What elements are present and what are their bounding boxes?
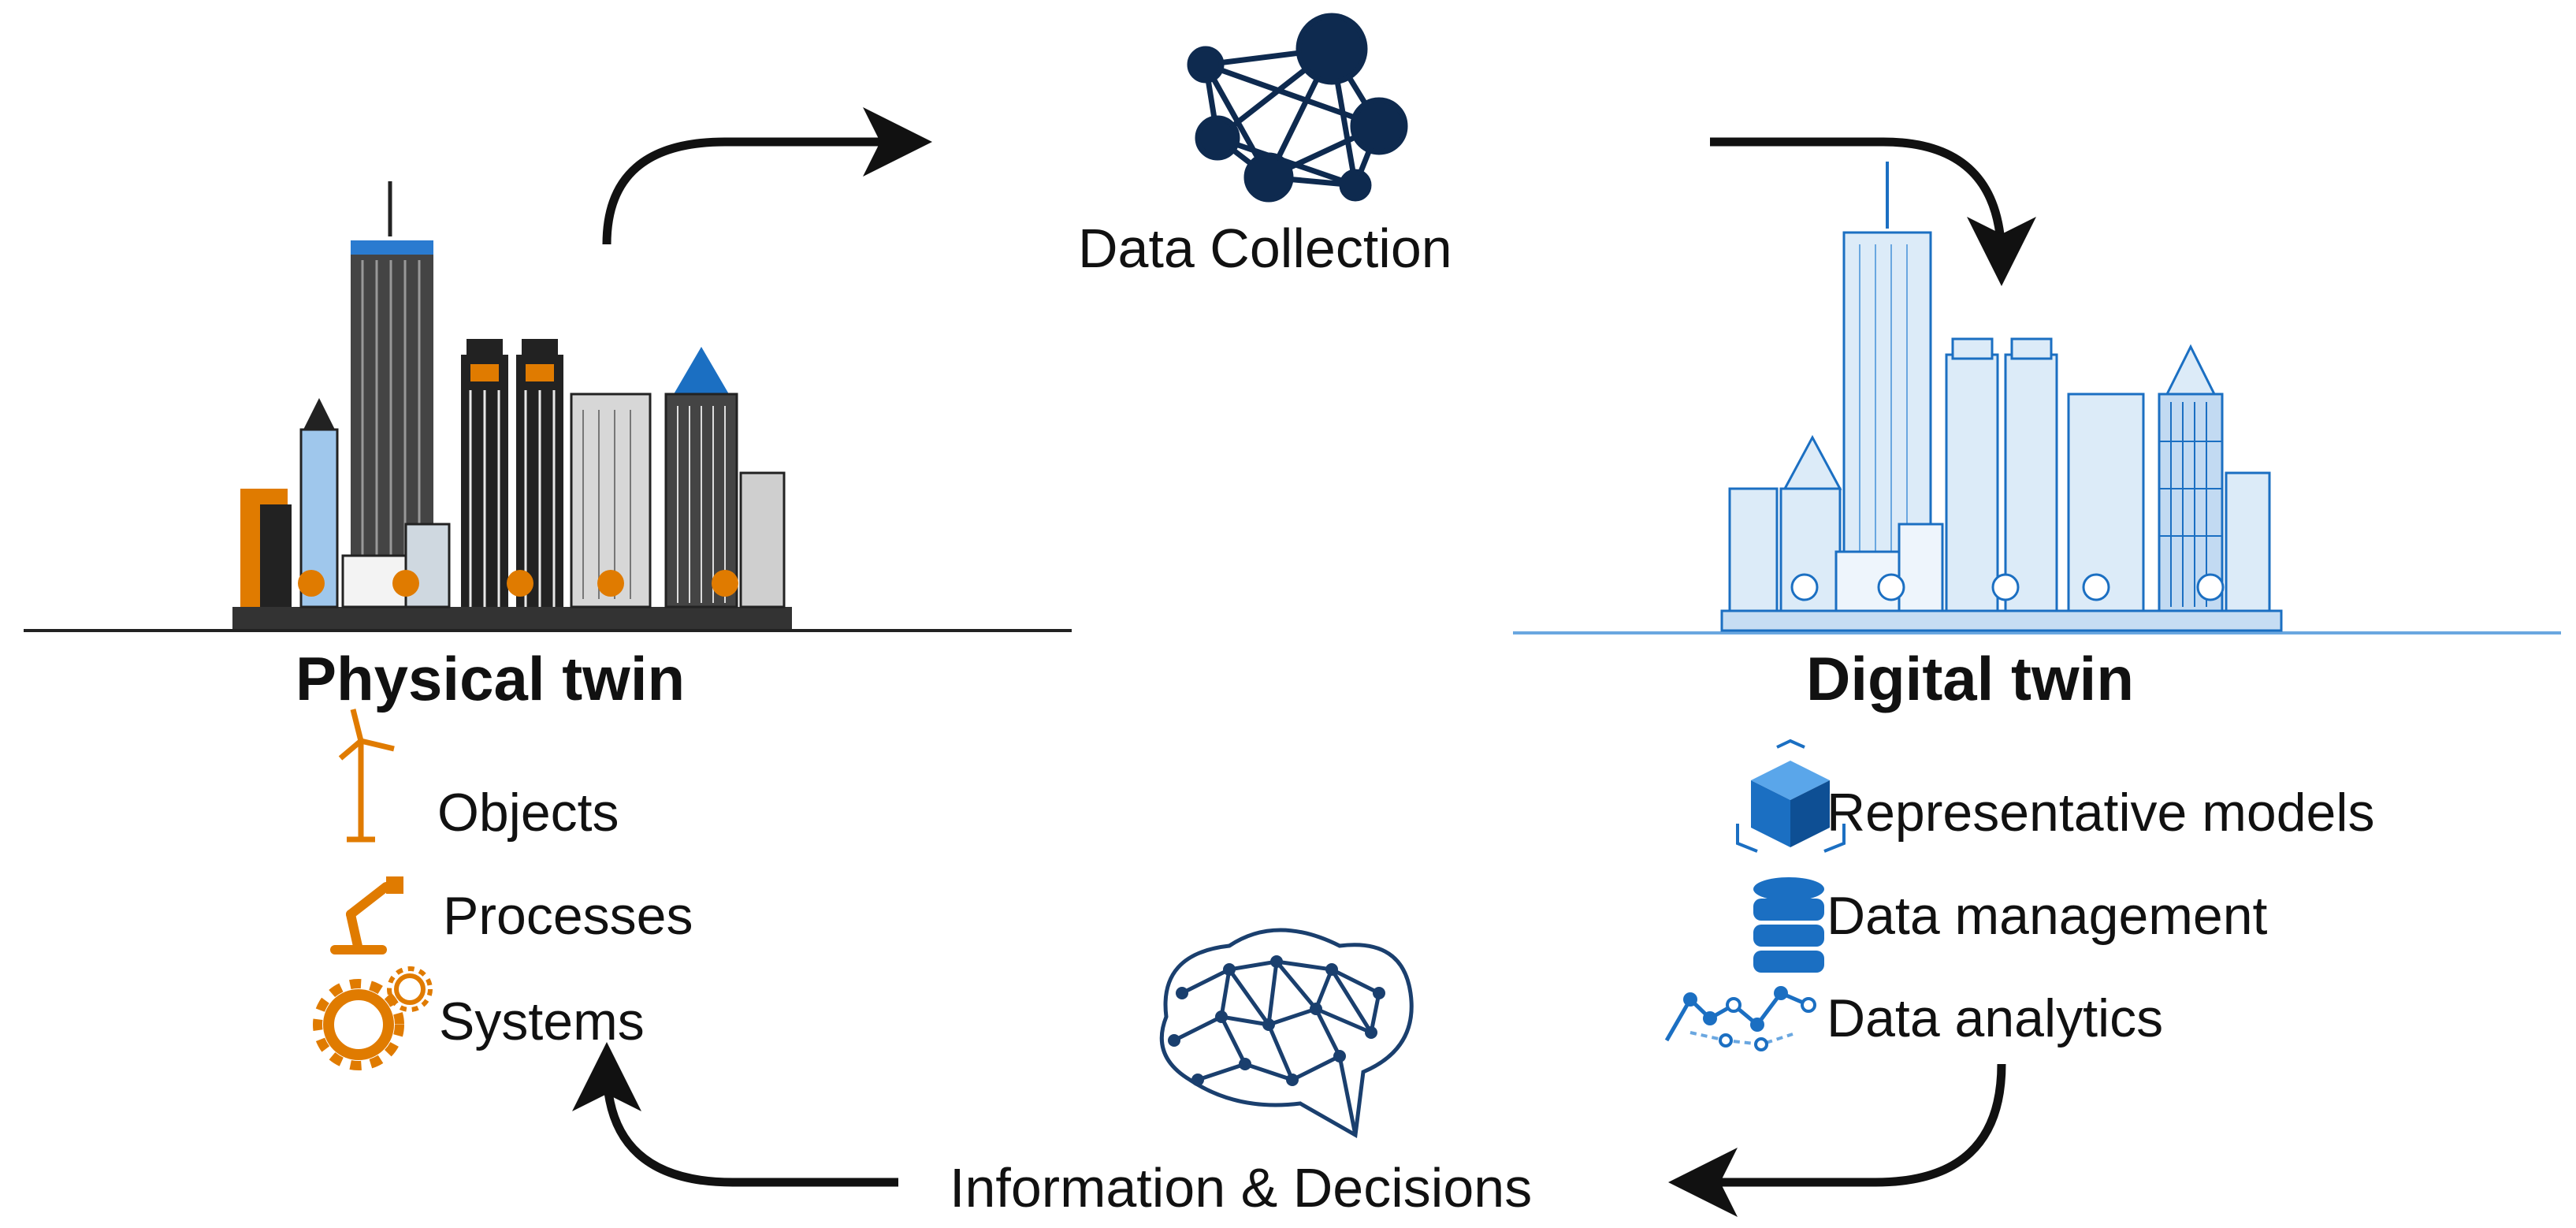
gears-icon [313, 966, 433, 1070]
line-graph-icon [1664, 986, 1816, 1051]
arrow-to-data-collection [602, 107, 932, 245]
arrow-to-information [1668, 1063, 2006, 1217]
digital-twin-title: Digital twin [1806, 644, 2134, 713]
information-decisions-label: Information & Decisions [950, 1157, 1533, 1219]
robot-arm-icon [330, 876, 403, 954]
physical-item-processes: Processes [443, 886, 693, 946]
digital-item-representative-models: Representative models [1827, 783, 2375, 843]
physical-twin-title: Physical twin [296, 644, 686, 713]
network-icon [1187, 13, 1408, 203]
digital-item-data-analytics: Data analytics [1827, 988, 2164, 1048]
digital-item-data-management: Data management [1827, 886, 2268, 946]
physical-item-objects: Objects [437, 783, 619, 843]
database-icon [1753, 877, 1824, 973]
brain-network-icon [1159, 928, 1414, 1139]
data-collection-label: Data Collection [1078, 218, 1452, 279]
arrow-to-physical-twin [572, 1042, 898, 1187]
cube-icon [1736, 739, 1846, 853]
physical-city-illustration [24, 181, 1072, 632]
physical-item-systems: Systems [439, 992, 645, 1051]
wind-turbine-icon [338, 709, 395, 843]
digital-city-illustration [1513, 162, 2561, 634]
arrow-to-digital-twin [1710, 137, 2036, 286]
